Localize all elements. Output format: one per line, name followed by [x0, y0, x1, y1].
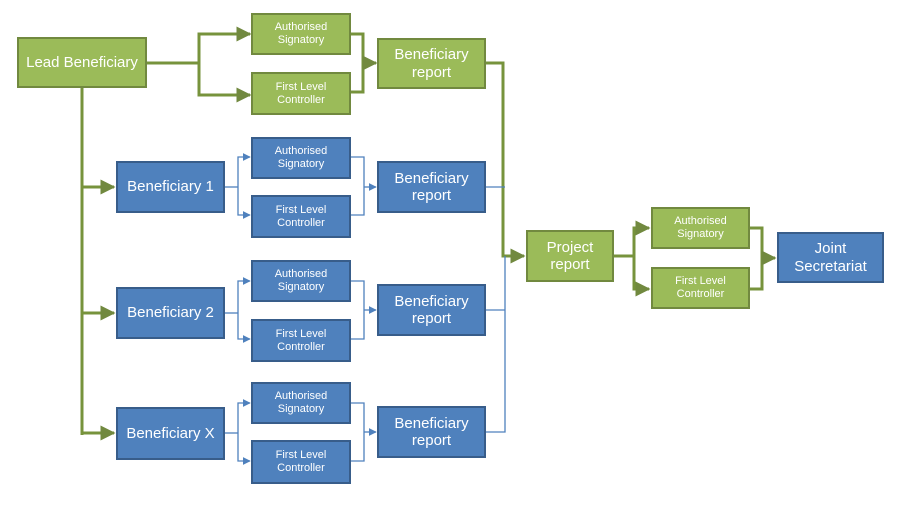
arrow-b2-to-first-level-controller	[237, 313, 251, 343]
b1-beneficiary-report-node: Beneficiary report	[377, 161, 486, 213]
line-b2-join	[351, 280, 365, 340]
arrow-b2-to-authorised-signatory	[237, 277, 251, 313]
arrow-lead-to-authorised-signatory	[197, 26, 252, 63]
joint-secretariat-node: Joint Secretariat	[777, 232, 884, 283]
project-report-node: Project report	[526, 230, 614, 282]
b1-first-level-controller-node: First Level Controller	[251, 195, 351, 238]
lead-beneficiary-node: Lead Beneficiary	[17, 37, 147, 88]
project-authorised-signatory-node: Authorised Signatory	[651, 207, 750, 249]
arrow-project-to-authorised-signatory	[632, 220, 651, 256]
lead-first-level-controller-node: First Level Controller	[251, 72, 351, 115]
arrow-b1-to-authorised-signatory	[237, 153, 251, 187]
bx-first-level-controller-node: First Level Controller	[251, 440, 351, 484]
arrow-bx-to-first-level-controller	[237, 433, 251, 465]
arrow-b1-to-first-level-controller	[237, 187, 251, 219]
beneficiary-1-node: Beneficiary 1	[116, 161, 225, 213]
b2-first-level-controller-node: First Level Controller	[251, 319, 351, 362]
beneficiary-2-node: Beneficiary 2	[116, 287, 225, 339]
arrow-lead-report-to-project-report	[486, 61, 526, 264]
line-bx-join	[351, 402, 365, 462]
arrow-lead-to-first-level-controller	[197, 63, 252, 103]
b1-authorised-signatory-node: Authorised Signatory	[251, 137, 351, 179]
project-first-level-controller-node: First Level Controller	[651, 267, 750, 309]
line-bx-report-to-bus	[486, 256, 506, 433]
bx-authorised-signatory-node: Authorised Signatory	[251, 382, 351, 424]
b2-beneficiary-report-node: Beneficiary report	[377, 284, 486, 336]
lead-authorised-signatory-node: Authorised Signatory	[251, 13, 351, 55]
lead-beneficiary-report-node: Beneficiary report	[377, 38, 486, 89]
bx-beneficiary-report-node: Beneficiary report	[377, 406, 486, 458]
b2-authorised-signatory-node: Authorised Signatory	[251, 260, 351, 302]
beneficiary-x-node: Beneficiary X	[116, 407, 225, 460]
arrow-project-to-first-level-controller	[632, 256, 651, 297]
line-lead-signatory-to-join	[351, 32, 365, 94]
line-project-signatory-join	[750, 226, 764, 291]
arrow-bx-to-authorised-signatory	[237, 399, 251, 433]
line-b1-join	[351, 156, 365, 216]
